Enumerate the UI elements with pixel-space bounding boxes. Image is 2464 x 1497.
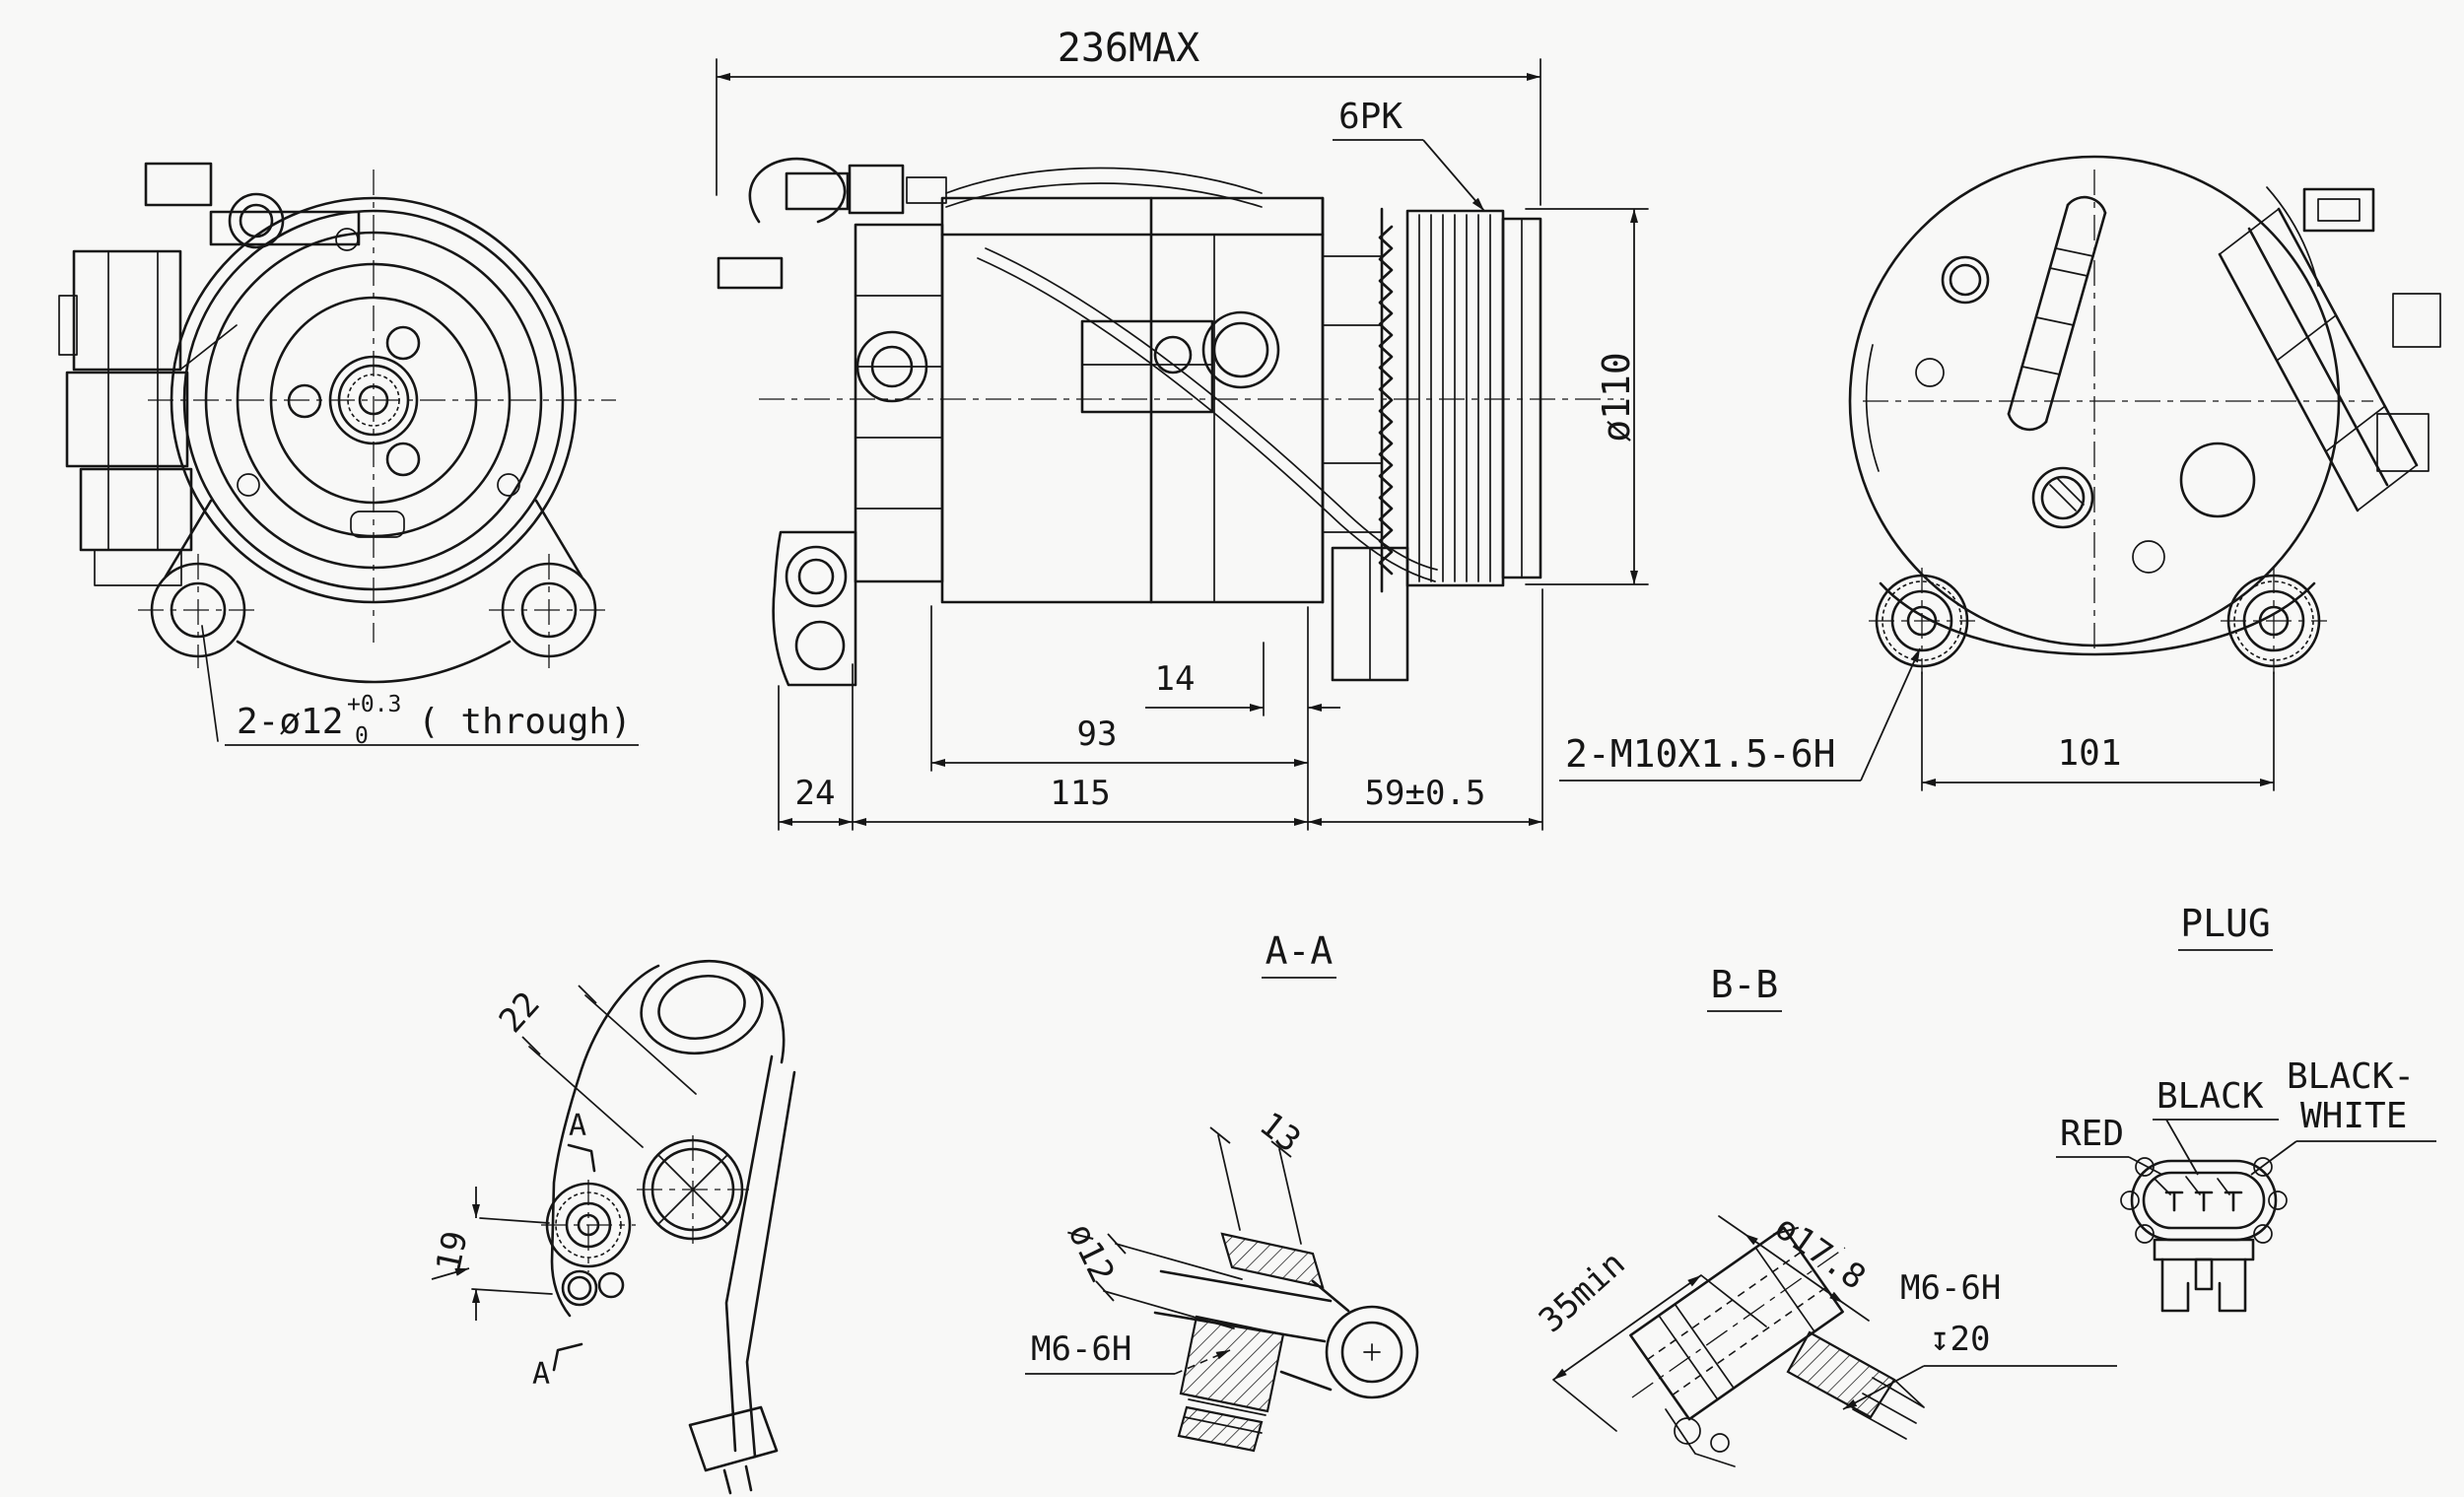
side-view: 236MAX 6PK ø110 24 115 59±0.5 93 14 <box>716 26 1649 831</box>
rear-head <box>1321 196 1384 604</box>
plug-label-black: BLACK <box>2153 1076 2279 1176</box>
bracket-dim-22: 22 <box>492 985 548 1041</box>
bb-dim-35min: 35min <box>1532 1244 1633 1340</box>
plug-label-black-white: BLACK- WHITE <box>2250 1056 2436 1176</box>
dim-dia110: ø110 <box>1595 352 1638 442</box>
rear-boss-left <box>1869 568 1975 674</box>
bracket-bearing <box>541 1180 636 1272</box>
section-marker-a-bottom: A <box>532 1357 550 1392</box>
plug-label-red: RED <box>2056 1114 2163 1176</box>
aa-thread-callout: M6-6H <box>1025 1329 1231 1375</box>
bracket-dim-19: 19 <box>429 1187 553 1321</box>
front-hole-note: ( through) <box>418 702 632 742</box>
dim-dia110: ø110 <box>1525 208 1649 585</box>
harness-wire <box>977 247 1438 582</box>
front-hole-callout: 2-ø12 +0.3 0 ( through) <box>201 625 639 749</box>
clutch-bolt-holes <box>287 325 421 477</box>
plug-label-red: RED <box>2060 1114 2124 1154</box>
belt-6pk-callout: 6PK <box>1333 97 1485 212</box>
section-bb-title: B-B <box>1711 963 1779 1006</box>
plug-title: PLUG <box>2180 902 2271 945</box>
rear-boss-right <box>2221 568 2327 674</box>
front-view: 2-ø12 +0.3 0 ( through) <box>58 162 639 749</box>
belt-6pk-label: 6PK <box>1338 97 1403 137</box>
top-bracket <box>1080 319 1214 414</box>
dim-59: 59±0.5 <box>1365 774 1486 813</box>
bracket-wheel <box>637 1135 749 1244</box>
plug-label-black-white-2: WHITE <box>2300 1096 2407 1136</box>
aa-dim-dia12: ø12 <box>1060 1217 1122 1289</box>
aa-thread-callout: M6-6H <box>1031 1329 1131 1369</box>
aa-dim-13: 13 <box>1209 1105 1308 1245</box>
bottom-dimensions: 24 115 59±0.5 93 14 <box>778 588 1543 831</box>
dim-236max: 236MAX <box>716 26 1541 206</box>
suction-port <box>1201 310 1280 389</box>
section-aa-title: A-A <box>1266 929 1334 973</box>
plug-label-black: BLACK <box>2156 1076 2264 1117</box>
front-hole-tol-lower: 0 <box>355 723 369 749</box>
suction-fitting <box>772 530 857 687</box>
clutch-serration <box>1378 225 1394 576</box>
bb-thread-callout: M6-6H ↧20 <box>1842 1268 2117 1410</box>
plug-pins <box>2154 1176 2243 1212</box>
mount-ear-left <box>138 554 258 668</box>
dim-93: 93 <box>1077 714 1118 754</box>
dim-14: 14 <box>1155 659 1196 699</box>
plug-view: PLUG RED B <box>2056 902 2436 1313</box>
pulley <box>1405 209 1542 587</box>
bb-depth-callout: ↧20 <box>1930 1320 1990 1359</box>
dim-236max: 236MAX <box>1058 26 1200 71</box>
section-cut-marks: A A <box>532 1109 596 1392</box>
bracket-dim-19: 19 <box>429 1228 476 1275</box>
hub <box>328 355 419 445</box>
dim-115: 115 <box>1050 774 1110 813</box>
bracket-detail-view: 22 19 A A <box>429 959 796 1495</box>
plug-label-black-white-1: BLACK- <box>2287 1056 2415 1097</box>
dim-101: 101 <box>1921 671 2275 791</box>
mount-ear-right <box>489 554 609 668</box>
top-connector <box>717 157 947 290</box>
tilted-cylinder <box>2007 195 2107 432</box>
plug-connector <box>2120 1157 2288 1313</box>
dim-101: 101 <box>2057 733 2121 774</box>
aa-dim-dia12: ø12 <box>1060 1217 1243 1329</box>
bracket-dim-22: 22 <box>492 985 697 1148</box>
section-marker-a-top: A <box>569 1109 586 1143</box>
rear-thread-callout: 2-M10X1.5-6H <box>1565 732 1836 776</box>
dim-24: 24 <box>795 774 836 813</box>
side-fitting <box>58 162 361 586</box>
bb-dim-35min: 35min <box>1532 1244 1767 1432</box>
rear-mount-bracket <box>2218 187 2441 512</box>
section-bb-view: B-B 35min ø17.8 M6-6H ↧20 <box>1532 963 2117 1467</box>
rear-view: 101 2-M10X1.5-6H <box>1559 155 2441 791</box>
bb-thread-callout: M6-6H <box>1900 1268 2001 1308</box>
aa-dim-13: 13 <box>1252 1105 1308 1161</box>
front-hole-tol-upper: +0.3 <box>347 692 401 717</box>
rear-thread-callout: 2-M10X1.5-6H <box>1559 647 1921 782</box>
front-hole-callout: 2-ø12 <box>237 702 343 742</box>
section-aa-view: A-A 13 ø12 M6-6H <box>1025 929 1419 1453</box>
bb-dim-dia178: ø17.8 <box>1767 1207 1873 1297</box>
